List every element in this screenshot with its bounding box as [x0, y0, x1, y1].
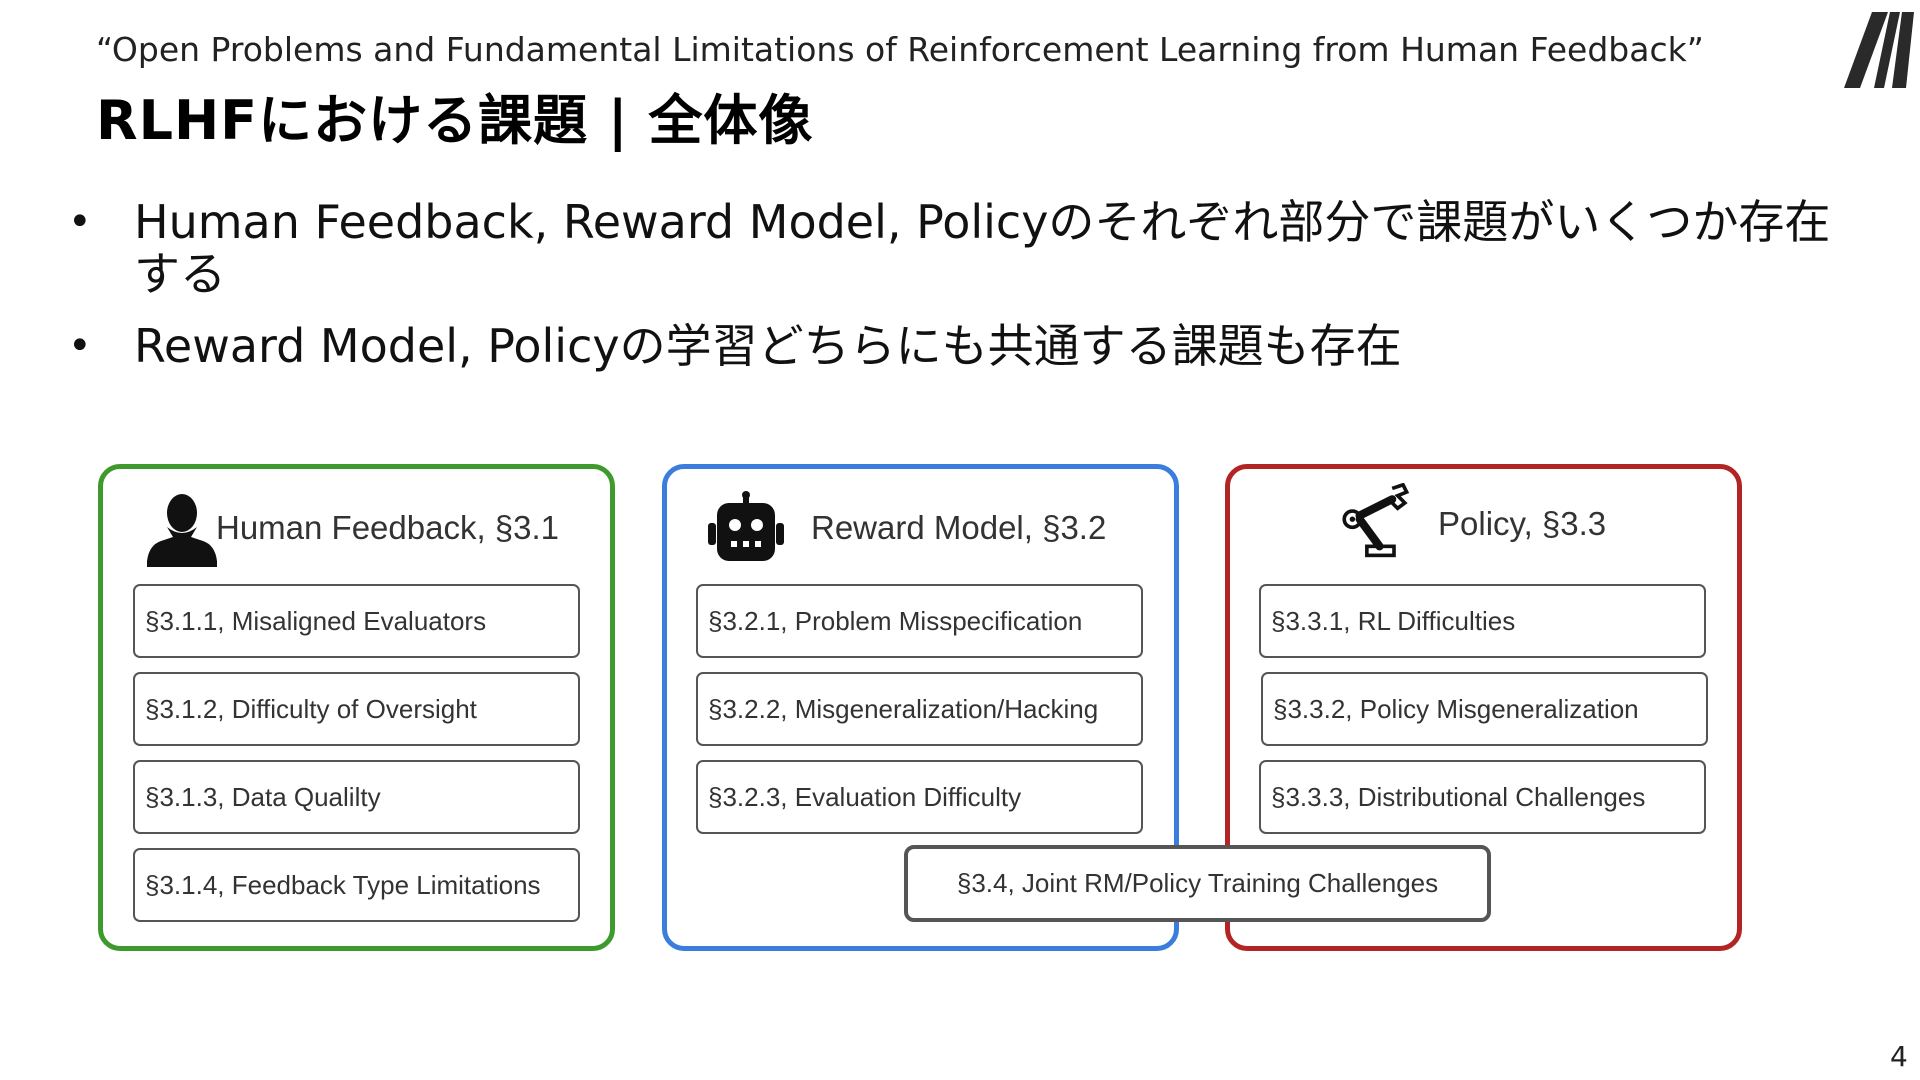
bullet-item: • Reward Model, Policyの学習どちらにも共通する課題も存在	[64, 320, 1864, 372]
item-3-1-3: §3.1.3, Data Qualilty	[133, 760, 580, 834]
item-3-3-2: §3.3.2, Policy Misgeneralization	[1261, 672, 1708, 746]
panel-header: Human Feedback, §3.1	[103, 469, 610, 579]
panel-header: Policy, §3.3	[1230, 469, 1737, 579]
person-icon	[147, 494, 217, 567]
human-feedback-title: Human Feedback, §3.1	[216, 509, 560, 546]
joint-challenges-box: §3.4, Joint RM/Policy Training Challenge…	[904, 845, 1491, 922]
robot-arm-icon	[1342, 483, 1410, 558]
item-3-2-3: §3.2.3, Evaluation Difficulty	[696, 760, 1143, 834]
bullet-text: Human Feedback, Reward Model, Policyのそれぞ…	[134, 195, 1831, 301]
item-3-3-3: §3.3.3, Distributional Challenges	[1259, 760, 1706, 834]
reward-model-title: Reward Model, §3.2	[811, 509, 1107, 546]
item-3-1-1: §3.1.1, Misaligned Evaluators	[133, 584, 580, 658]
item-3-2-2: §3.2.2, Misgeneralization/Hacking	[696, 672, 1143, 746]
policy-title: Policy, §3.3	[1438, 505, 1607, 542]
item-3-1-4: §3.1.4, Feedback Type Limitations	[133, 848, 580, 922]
m-logo-icon	[1844, 12, 1914, 88]
bullet-item: • Human Feedback, Reward Model, Policyのそ…	[64, 196, 1864, 300]
bullet-dot-icon: •	[68, 323, 92, 369]
page-number: 4	[1890, 1040, 1908, 1073]
panel-header: Reward Model, §3.2	[667, 469, 1174, 579]
bullet-list: • Human Feedback, Reward Model, Policyのそ…	[64, 196, 1864, 392]
bullet-dot-icon: •	[68, 199, 92, 245]
item-3-3-1: §3.3.1, RL Difficulties	[1259, 584, 1706, 658]
item-3-1-2: §3.1.2, Difficulty of Oversight	[133, 672, 580, 746]
item-3-2-1: §3.2.1, Problem Misspecification	[696, 584, 1143, 658]
robot-icon	[708, 491, 784, 561]
bullet-text: Reward Model, Policyの学習どちらにも共通する課題も存在	[134, 319, 1402, 373]
page-title: RLHFにおける課題 | 全体像	[96, 89, 814, 152]
subtitle: “Open Problems and Fundamental Limitatio…	[96, 30, 1704, 69]
